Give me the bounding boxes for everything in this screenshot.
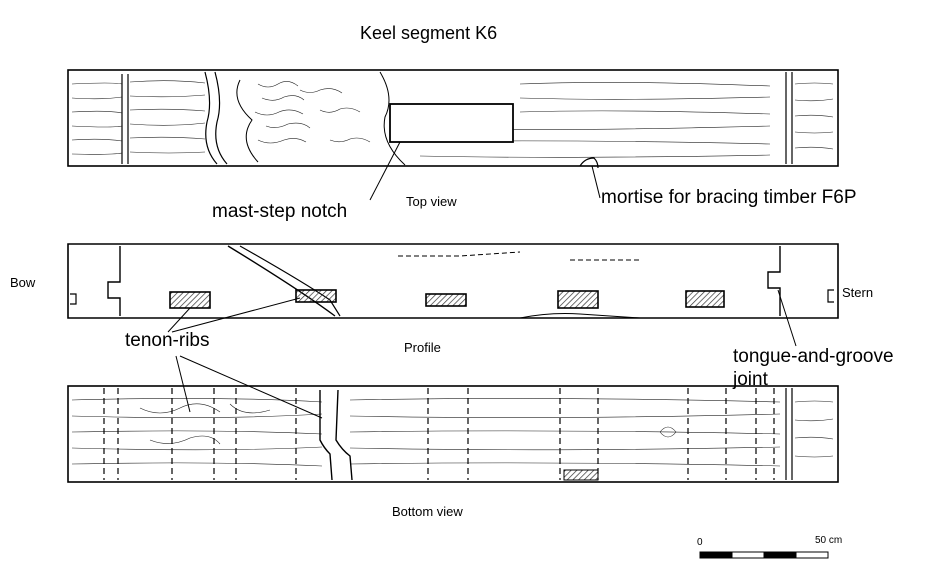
bottom-view-grain	[71, 398, 834, 467]
profile-outline	[67, 243, 839, 319]
scale-end-label: 50 cm	[815, 535, 843, 546]
leader-lines	[167, 141, 797, 419]
top-view-label: Top view	[406, 194, 457, 209]
profile-drawing	[67, 243, 839, 319]
tenon-rib-4	[557, 290, 599, 309]
mortise-shape	[579, 157, 599, 169]
stern-label: Stern	[842, 285, 874, 300]
top-view-outline	[67, 69, 839, 167]
bow-label: Bow	[10, 275, 36, 290]
tenon-rib-2	[295, 289, 337, 303]
tenon-rib-sockets	[169, 289, 725, 309]
bottom-view-drawing	[67, 385, 839, 483]
top-view-drawing	[67, 69, 839, 169]
profile-label: Profile	[404, 340, 441, 355]
tongue-groove-leader	[777, 289, 797, 347]
mortise-leader	[591, 165, 601, 199]
mast-step-notch-shape	[389, 103, 514, 143]
tenon-rib-5	[685, 290, 725, 308]
scale-start-label: 0	[697, 537, 703, 548]
bottom-view-hatched-patch	[563, 469, 599, 481]
mortise-label: mortise for bracing timber F6P	[601, 187, 857, 208]
bottom-view-rib-lines	[103, 388, 775, 480]
tenon-leader-2	[171, 297, 301, 333]
bottom-view-label: Bottom view	[392, 504, 463, 519]
mast-step-leader	[369, 141, 401, 201]
tenon-rib-3	[425, 293, 467, 307]
diagram-title: Keel segment K6	[360, 23, 498, 43]
tenon-leader-1	[167, 307, 191, 333]
bottom-view-outline	[67, 385, 839, 483]
tenon-ribs-label: tenon-ribs	[125, 330, 210, 351]
tenon-leader-4	[179, 355, 323, 419]
joint-label: joint	[733, 369, 768, 390]
scale-bar	[699, 551, 829, 559]
tenon-rib-1	[169, 291, 211, 309]
tenon-leader-3	[175, 355, 191, 413]
tongue-and-groove-label: tongue-and-groove	[733, 346, 894, 367]
mast-step-notch-label: mast-step notch	[212, 201, 348, 222]
